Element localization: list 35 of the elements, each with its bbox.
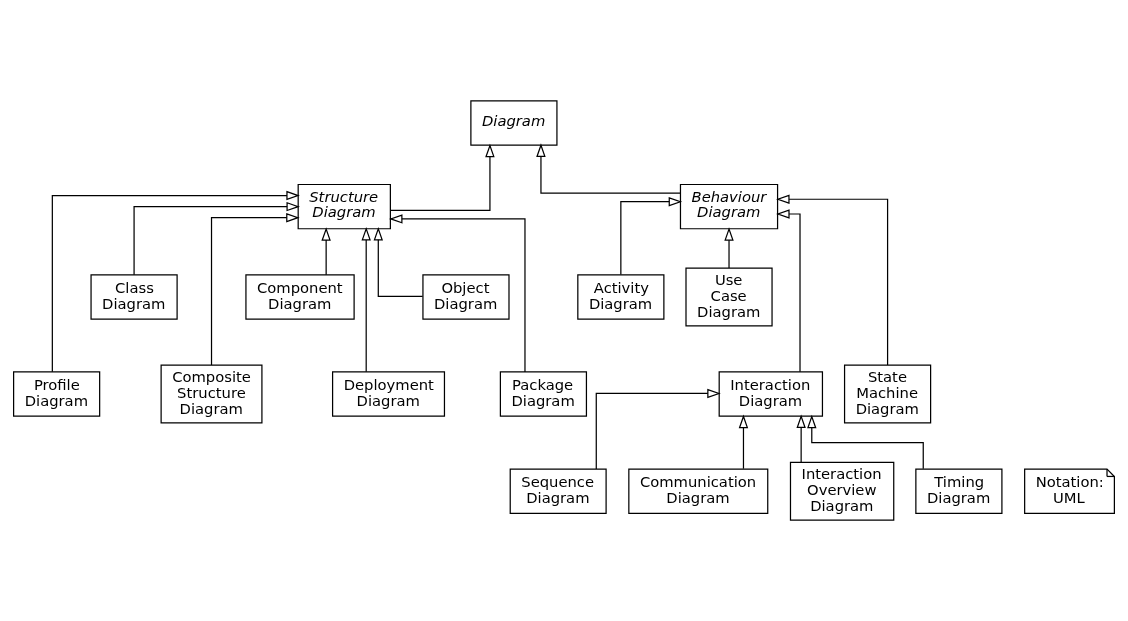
node-box: Deployment Diagram (332, 371, 446, 417)
node-box: Sequence Diagram (509, 468, 607, 514)
arrow (321, 227, 331, 276)
arrow (724, 227, 734, 269)
arrow (738, 414, 749, 470)
arrow (807, 414, 924, 470)
node-box: Profile Diagram (13, 371, 101, 417)
node-box: Structure Diagram (297, 183, 391, 230)
arrow (620, 196, 683, 275)
arrow (210, 212, 300, 366)
arrow (595, 388, 721, 470)
node-box: Use Case Diagram (685, 267, 773, 327)
node-box: State Machine Diagram (843, 364, 932, 424)
arrow (796, 414, 806, 463)
node-box: Diagram (470, 100, 558, 146)
node-box: Object Diagram (422, 274, 510, 320)
node-box: Component Diagram (245, 274, 355, 320)
arrow (776, 194, 889, 366)
node-box: Package Diagram (499, 371, 588, 417)
arrow (361, 226, 371, 373)
arrow (536, 143, 681, 194)
arrow (51, 190, 300, 373)
node-box: Communication Diagram (628, 468, 769, 514)
node-box: Behaviour Diagram (679, 183, 779, 230)
arrow (133, 201, 300, 276)
arrow (776, 209, 801, 373)
arrow (390, 143, 495, 211)
node-box: Composite Structure Diagram (160, 364, 263, 424)
node-box: Interaction Diagram (718, 371, 824, 417)
node-box: Activity Diagram (577, 274, 665, 320)
arrow (388, 214, 526, 373)
node-box: Class Diagram (90, 274, 178, 320)
node-box: Interaction Overview Diagram (789, 461, 895, 521)
node-box: Timing Diagram (915, 468, 1003, 514)
arrow (373, 226, 424, 297)
